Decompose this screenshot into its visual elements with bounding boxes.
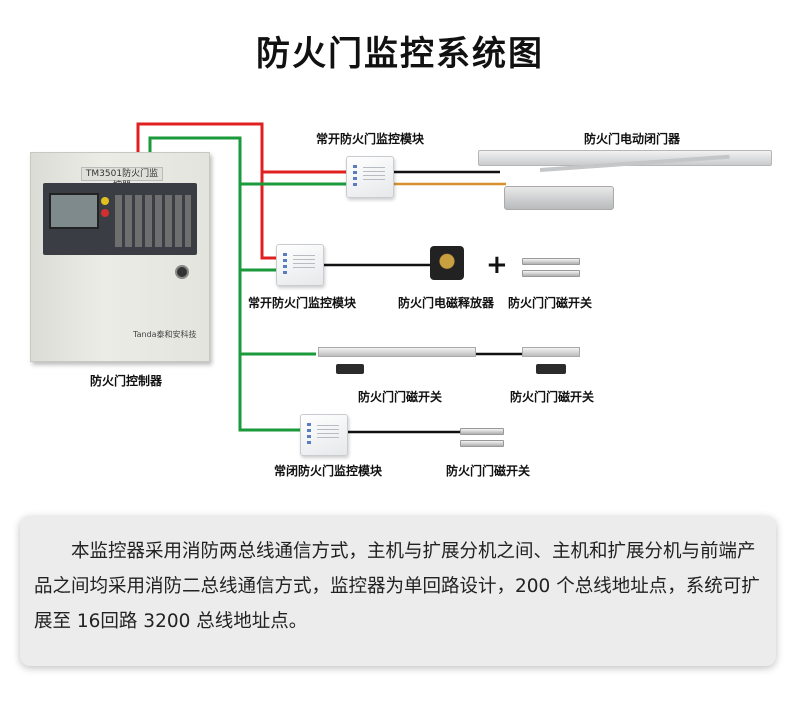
description-panel: 本监控器采用消防两总线通信方式，主机与扩展分机之间、主机和扩展分机与前端产品之间… [20, 516, 776, 666]
green-bus-wire [148, 136, 300, 432]
closer-label: 防火门电动闭门器 [584, 132, 681, 146]
controller-label: 防火门控制器 [90, 374, 163, 388]
module-mid-label: 常开防火门监控模块 [248, 296, 357, 310]
monitor-module-normally-closed [300, 414, 348, 456]
plus-sign: + [486, 250, 508, 280]
door-magnetic-switch-long [522, 347, 580, 357]
switch-bottom-label: 防火门门磁开关 [446, 464, 531, 478]
lock-icon [175, 265, 189, 279]
electromagnetic-release [430, 246, 464, 280]
switch-row3-left-label: 防火门门磁开关 [358, 390, 443, 404]
door-magnetic-switch-long [318, 347, 476, 357]
indicator-light [101, 197, 109, 205]
monitor-module-normally-open [346, 156, 394, 198]
module-top-label: 常开防火门监控模块 [316, 132, 425, 146]
diagram-title: 防火门监控系统图 [256, 34, 544, 74]
description-text: 本监控器采用消防两总线通信方式，主机与扩展分机之间、主机和扩展分机与前端产品之间… [34, 541, 760, 632]
controller-brand: Tanda泰和安科技 [133, 330, 197, 339]
red-bus-branch [260, 172, 276, 260]
red-bus-wire [136, 122, 346, 174]
magnet-label: 防火门电磁释放器 [398, 296, 495, 310]
module-bottom-label: 常闭防火门监控模块 [274, 464, 383, 478]
switch-row3-right-label: 防火门门磁开关 [510, 390, 595, 404]
controller-keypad [115, 195, 191, 247]
fire-door-controller: TM3501防火门监控器 Tanda泰和安科技 [30, 152, 210, 362]
door-magnetic-switch [460, 428, 504, 435]
door-magnetic-switch [522, 258, 580, 265]
controller-panel [43, 183, 197, 255]
door-magnetic-switch [522, 270, 580, 277]
door-closer-body [504, 186, 614, 210]
controller-model-label: TM3501防火门监控器 [81, 167, 163, 191]
switch-mid-label: 防火门门磁开关 [508, 296, 593, 310]
indicator-light [101, 209, 109, 217]
controller-lcd [49, 193, 99, 229]
door-magnetic-switch [460, 440, 504, 447]
door-magnetic-switch-block [336, 364, 364, 374]
door-magnetic-switch-block [536, 364, 566, 374]
monitor-module-normally-open [276, 244, 324, 286]
